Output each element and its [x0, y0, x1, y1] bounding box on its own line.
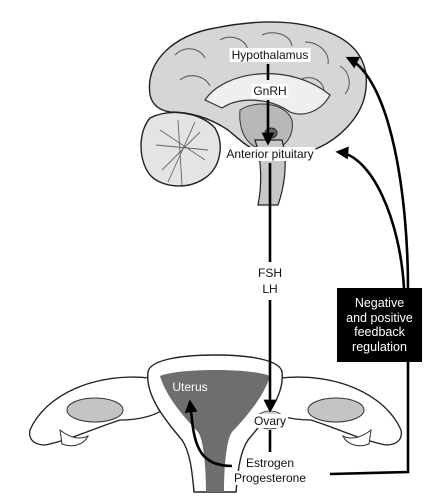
- arrow-feedback-to-hypothalamus: [345, 56, 410, 289]
- label-hypothalamus: Hypothalamus: [229, 48, 311, 62]
- hormone-arrows: [184, 56, 410, 476]
- label-estrogen: Estrogen: [243, 456, 297, 470]
- arrow-feedback-to-pituitary: [335, 146, 406, 289]
- reproductive-illustration: [29, 354, 402, 493]
- arrow-feedback-base: [329, 362, 410, 476]
- feedback-line-3: feedback: [354, 325, 405, 339]
- label-lh: LH: [262, 282, 278, 296]
- feedback-line-4: regulation: [352, 339, 407, 354]
- feedback-line-2: and positive: [346, 310, 413, 325]
- feedback-line-1: Negative: [354, 296, 405, 310]
- label-ovary: Ovary: [251, 414, 289, 428]
- feedback-regulation-box: Negative and positive feedback regulatio…: [337, 288, 422, 362]
- label-anterior-pituitary: Anterior pituitary: [224, 147, 316, 161]
- label-fsh: FSH: [258, 266, 282, 280]
- arrow-estrogen-to-uterus: [184, 399, 233, 468]
- label-uterus: Uterus: [172, 380, 208, 394]
- label-gnrh: GnRH: [251, 84, 289, 98]
- label-progesterone: Progesterone: [231, 471, 309, 485]
